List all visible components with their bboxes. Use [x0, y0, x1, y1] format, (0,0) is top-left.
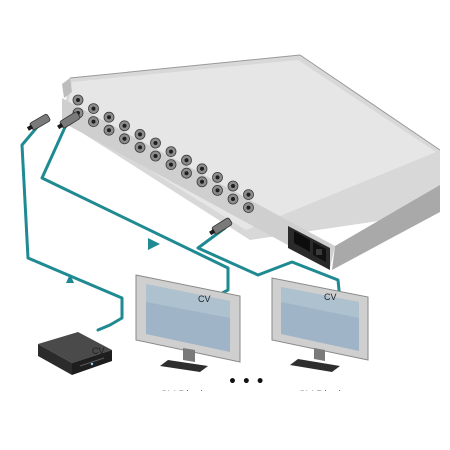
- display1-signal-label: CV: [198, 294, 211, 304]
- bnc-connector-pin: [215, 175, 220, 180]
- arrow-up-icon: [66, 274, 74, 283]
- bnc-connector-pin: [76, 98, 80, 102]
- cable-source-input: [20, 124, 124, 332]
- bnc-connector-pin: [231, 197, 235, 201]
- bnc-connector-pin: [91, 119, 96, 124]
- distribution-amplifier: [62, 54, 441, 270]
- bnc-connector-pin: [200, 166, 204, 171]
- bnc-connector-pin: [246, 205, 251, 210]
- bnc-connector-pin: [184, 158, 189, 163]
- bnc-connector-pin: [169, 149, 173, 154]
- bnc-connector-pin: [215, 188, 220, 193]
- bnc-connector-pin: [153, 141, 158, 145]
- bnc-connector-pin: [153, 154, 158, 158]
- bnc-connector-pin: [184, 171, 189, 176]
- arrow-right-icon: [148, 238, 160, 250]
- bnc-connector-pin: [246, 192, 251, 197]
- power-inlet: [288, 226, 330, 270]
- display-1: [135, 274, 241, 372]
- bnc-connector-pin: [91, 106, 96, 111]
- bnc-connector-pin: [138, 145, 142, 150]
- source-signal-label: CV: [92, 346, 105, 356]
- chassis-side: [332, 185, 440, 270]
- display2-signal-label: CV: [324, 292, 337, 302]
- bnc-connector-pin: [107, 115, 111, 120]
- bnc-connector-pin: [169, 162, 173, 167]
- bnc-connector-pin: [122, 136, 127, 141]
- bnc-connector-pin: [231, 184, 235, 188]
- dvd-player-icon: [38, 332, 112, 375]
- bnc-connector-field: [72, 94, 254, 214]
- bnc-connector-pin: [200, 179, 204, 184]
- bnc-connector-pin: [122, 123, 127, 128]
- bnc-connector-pin: [107, 128, 111, 133]
- ellipsis-more-displays: • • •: [228, 374, 265, 390]
- bnc-plug-icon: [26, 111, 233, 236]
- bottom-crop: [0, 391, 450, 450]
- bnc-connector-pin: [138, 132, 142, 137]
- display-2: [271, 277, 369, 372]
